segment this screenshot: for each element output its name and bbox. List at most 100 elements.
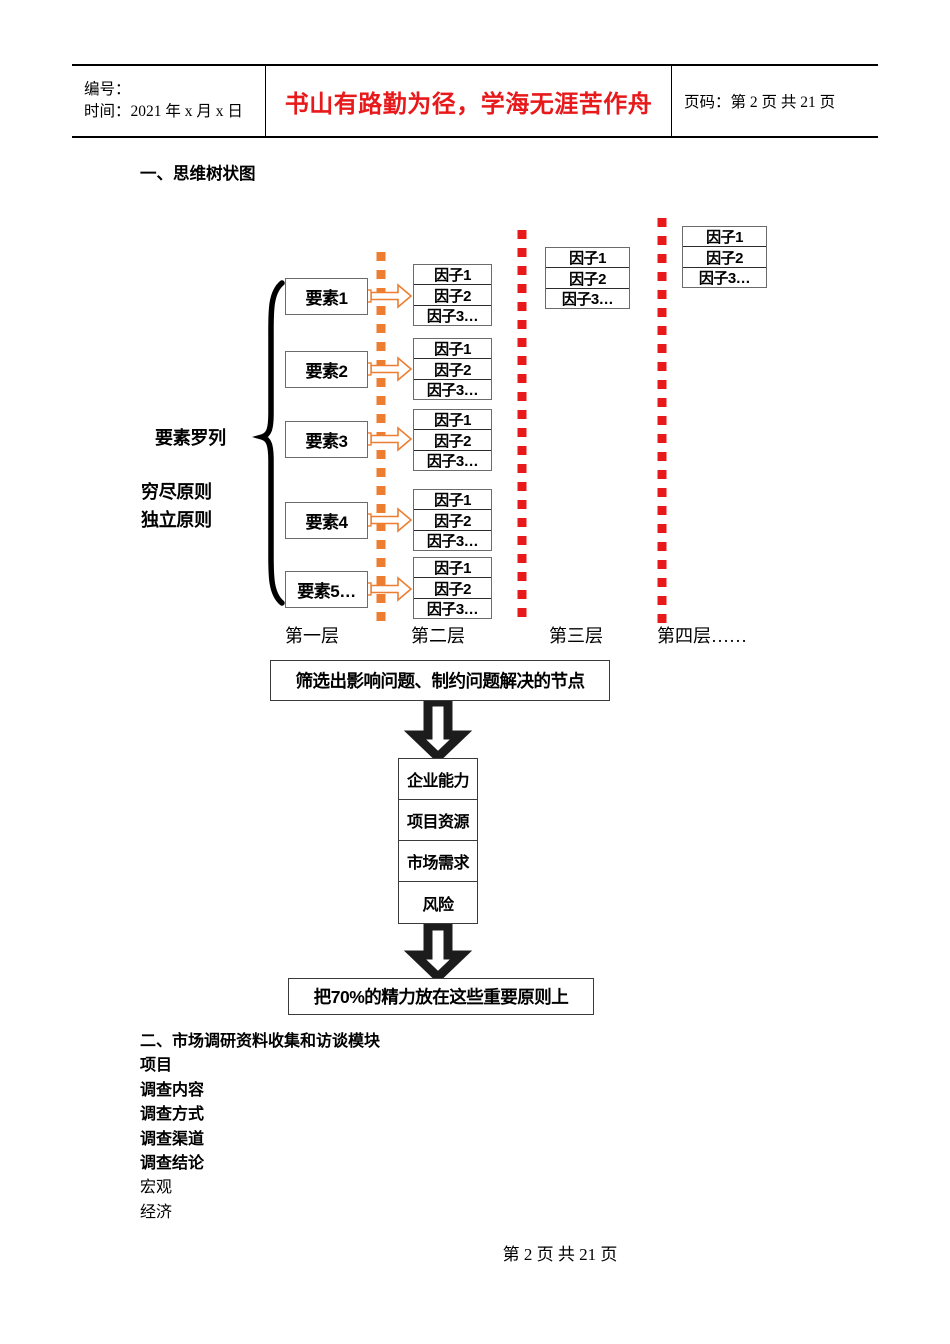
flow-top-box[interactable]: 筛选出影响问题、制约问题解决的节点 [270, 660, 610, 701]
layer-2-3-divider-dots [517, 464, 527, 473]
factor-group-3[interactable]: 因子1 因子2 因子3… [413, 409, 492, 471]
side-label-sub-1: 穷尽原则 [141, 482, 212, 502]
list-item-economy: 经济 [140, 1203, 173, 1221]
layer-2-3-divider-dots [517, 284, 527, 293]
factor-group-layer3[interactable]: 因子1 因子2 因子3… [545, 247, 630, 309]
section-1-title: 一、思维树状图 [140, 164, 256, 183]
factor-row: 因子1 [414, 490, 491, 511]
layer-3-4-divider-dots [657, 560, 667, 569]
factor-group-4[interactable]: 因子1 因子2 因子3… [413, 489, 492, 551]
side-label-sub-2: 独立原则 [141, 510, 212, 530]
section-2-title: 二、市场调研资料收集和访谈模块 [140, 1033, 381, 1050]
criteria-stack[interactable]: 企业能力 项目资源 市场需求 风险 [398, 758, 478, 924]
flow-arrow-down-2 [403, 921, 473, 984]
element-box-2[interactable]: 要素2 [285, 351, 368, 388]
layer-2-3-divider-dots [517, 230, 527, 239]
element-box-1[interactable]: 要素1 [285, 278, 368, 315]
layer-3-4-divider-dots [657, 254, 667, 263]
list-item-conclusion: 调查结论 [140, 1155, 205, 1173]
layer-1-2-divider-dots [376, 558, 386, 567]
layer-1-2-divider-dots [376, 378, 386, 387]
list-item-content: 调查内容 [140, 1081, 205, 1099]
layer-1-2-divider-dots [376, 306, 386, 315]
layer-1-2-divider-dots [376, 468, 386, 477]
header-pagenum-cell: 页码：第 2 页 共 21 页 [672, 66, 878, 136]
header-left-cell: 编号： 时间：2021 年 x 月 x 日 [72, 66, 266, 136]
factor-row: 因子2 [414, 285, 491, 306]
factor-row: 因子2 [546, 268, 629, 289]
flow-arrow-down-1 [403, 697, 473, 764]
side-label-main: 要素罗列 [155, 428, 226, 448]
layer-3-4-divider-dots [657, 578, 667, 587]
factor-group-1[interactable]: 因子1 因子2 因子3… [413, 264, 492, 326]
layer-3-4-divider-dots [657, 488, 667, 497]
layer-3-4-divider-dots [657, 434, 667, 443]
layer-2-3-divider-dots [517, 590, 527, 599]
section-2-block: 二、市场调研资料收集和访谈模块 项目 调查内容 调查方式 调查渠道 调查结论 宏… [140, 1030, 380, 1225]
page-header-table: 编号： 时间：2021 年 x 月 x 日 书山有路勤为径，学海无涯苦作舟 页码… [72, 64, 878, 138]
header-date-label: 时间：2021 年 x 月 x 日 [84, 103, 243, 120]
factor-row: 因子1 [414, 339, 491, 360]
list-item-channel: 调查渠道 [140, 1130, 205, 1148]
layer-2-3-divider-dots [517, 302, 527, 311]
layer-2-3-divider-dots [517, 500, 527, 509]
layer-1-2-divider-dots [376, 396, 386, 405]
element-box-4[interactable]: 要素4 [285, 502, 368, 539]
criteria-item-3: 市场需求 [399, 841, 477, 882]
factor-row: 因子2 [414, 359, 491, 380]
factor-row: 因子1 [414, 410, 491, 431]
factor-row: 因子3… [426, 382, 479, 400]
layer-1-2-divider-dots [376, 486, 386, 495]
arrow-right-icon-2 [370, 356, 413, 382]
factor-row: 因子3… [426, 453, 479, 471]
layer-caption-4: 第四层…… [657, 626, 747, 646]
grouping-brace-icon [252, 280, 285, 606]
layer-3-4-divider-dots [657, 218, 667, 227]
flow-bottom-box[interactable]: 把70%的精力放在这些重要原则上 [288, 978, 594, 1015]
layer-1-2-divider-dots [376, 342, 386, 351]
layer-3-4-divider-dots [657, 326, 667, 335]
list-item-method: 调查方式 [140, 1106, 205, 1124]
layer-3-4-divider-dots [657, 596, 667, 605]
criteria-item-4: 风险 [422, 896, 454, 914]
layer-2-3-divider-dots [517, 428, 527, 437]
factor-row: 因子1 [546, 248, 629, 269]
factor-row: 因子3… [426, 601, 479, 619]
factor-row: 因子3… [561, 291, 614, 309]
factor-row: 因子3… [426, 308, 479, 326]
element-box-3[interactable]: 要素3 [285, 421, 368, 458]
layer-3-4-divider-dots [657, 470, 667, 479]
element-to-factor-arrows [365, 283, 413, 602]
layer-2-3-divider-dots [517, 248, 527, 257]
factor-row: 因子1 [414, 558, 491, 579]
factor-group-layer4[interactable]: 因子1 因子2 因子3… [682, 226, 767, 288]
factor-row: 因子1 [683, 227, 766, 248]
layer-2-3-divider-dots [517, 266, 527, 275]
footer-page-label: 第 2 页 共 21 页 [502, 1245, 618, 1264]
element-box-5[interactable]: 要素5… [285, 571, 368, 608]
layer-1-2-divider-dots [376, 270, 386, 279]
factor-group-2[interactable]: 因子1 因子2 因子3… [413, 338, 492, 400]
layer-2-3-divider-dots [517, 518, 527, 527]
layer-1-2-divider-dots [376, 360, 386, 369]
page-footer: 第 2 页 共 21 页 [0, 1240, 950, 1265]
criteria-item-2: 项目资源 [399, 800, 477, 841]
layer-3-4-divider-dots [657, 236, 667, 245]
arrow-right-icon-4 [370, 507, 413, 533]
factor-row: 因子3… [698, 270, 751, 288]
layer-1-2-divider-dots [376, 540, 386, 549]
factor-group-5[interactable]: 因子1 因子2 因子3… [413, 557, 492, 619]
layer-2-3-divider-dots [517, 446, 527, 455]
layer-3-4-divider-dots [657, 290, 667, 299]
layer-1-2-divider-dots [376, 504, 386, 513]
criteria-item-1: 企业能力 [399, 759, 477, 800]
layer-2-3-divider-dots [517, 320, 527, 329]
layer-3-4-divider-dots [657, 542, 667, 551]
arrow-right-icon-5 [370, 576, 413, 602]
layer-3-4-divider-dots [657, 506, 667, 515]
arrow-right-icon-1 [370, 283, 413, 309]
factor-row: 因子2 [414, 578, 491, 599]
layer-2-3-divider-dots [517, 608, 527, 617]
layer-2-3-divider-dots [517, 338, 527, 347]
layer-3-4-divider-dots [657, 380, 667, 389]
